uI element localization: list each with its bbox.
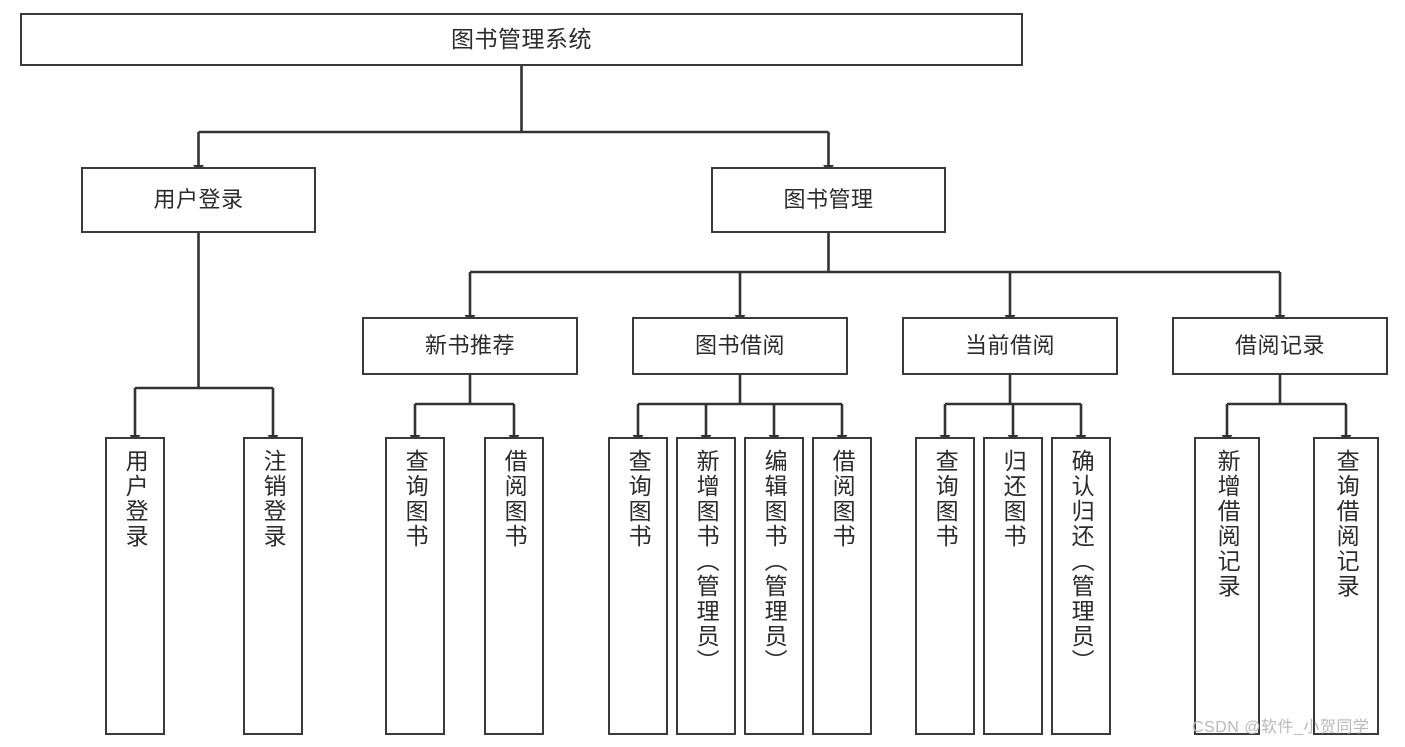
node-label: 确认归还（管理员） <box>1068 449 1095 674</box>
node-label: 当前借阅 <box>964 333 1055 359</box>
node-leaf-logout: 注销登录 <box>243 437 303 735</box>
node-leaf-add-record: 新增借阅记录 <box>1194 437 1260 735</box>
node-label: 查询图书 <box>625 449 652 549</box>
node-label: 借阅记录 <box>1234 333 1325 359</box>
node-label: 借阅图书 <box>501 449 528 549</box>
node-leaf-borrow-book-2: 借阅图书 <box>812 437 872 735</box>
node-leaf-query-book-2: 查询图书 <box>608 437 668 735</box>
node-new-book-rec: 新书推荐 <box>362 317 578 375</box>
node-label: 查询图书 <box>402 449 429 549</box>
node-label: 用户登录 <box>153 187 244 213</box>
node-leaf-user-login: 用户登录 <box>105 437 165 735</box>
node-label: 归还图书 <box>1000 449 1027 549</box>
connector-lines <box>129 66 1352 444</box>
node-leaf-query-book-3: 查询图书 <box>915 437 975 735</box>
node-book-manage: 图书管理 <box>711 167 946 233</box>
node-leaf-borrow-book-1: 借阅图书 <box>484 437 544 735</box>
watermark: CSDN @软件_小贺同学 <box>1192 719 1370 736</box>
node-label: 查询图书 <box>932 449 959 549</box>
node-label: 图书管理 <box>783 187 874 213</box>
node-leaf-query-record: 查询借阅记录 <box>1313 437 1379 735</box>
node-leaf-return-book: 归还图书 <box>983 437 1043 735</box>
node-leaf-confirm-return: 确认归还（管理员） <box>1051 437 1111 735</box>
node-label: 图书管理系统 <box>451 25 592 52</box>
node-label: 图书借阅 <box>694 333 785 359</box>
node-label: 借阅图书 <box>829 449 856 549</box>
node-label: 查询借阅记录 <box>1333 449 1360 599</box>
node-leaf-add-book: 新增图书（管理员） <box>676 437 736 735</box>
node-book-borrow: 图书借阅 <box>632 317 848 375</box>
node-leaf-edit-book: 编辑图书（管理员） <box>744 437 804 735</box>
node-label: 编辑图书（管理员） <box>761 449 788 674</box>
node-label: 新增借阅记录 <box>1214 449 1241 599</box>
node-leaf-query-book-1: 查询图书 <box>385 437 445 735</box>
node-root: 图书管理系统 <box>20 13 1023 66</box>
node-label: 新增图书（管理员） <box>693 449 720 674</box>
node-label: 用户登录 <box>122 449 149 549</box>
node-current-borrow: 当前借阅 <box>902 317 1118 375</box>
node-label: 注销登录 <box>260 449 287 549</box>
node-label: 新书推荐 <box>424 333 515 359</box>
node-borrow-record: 借阅记录 <box>1172 317 1388 375</box>
node-user-login: 用户登录 <box>81 167 316 233</box>
